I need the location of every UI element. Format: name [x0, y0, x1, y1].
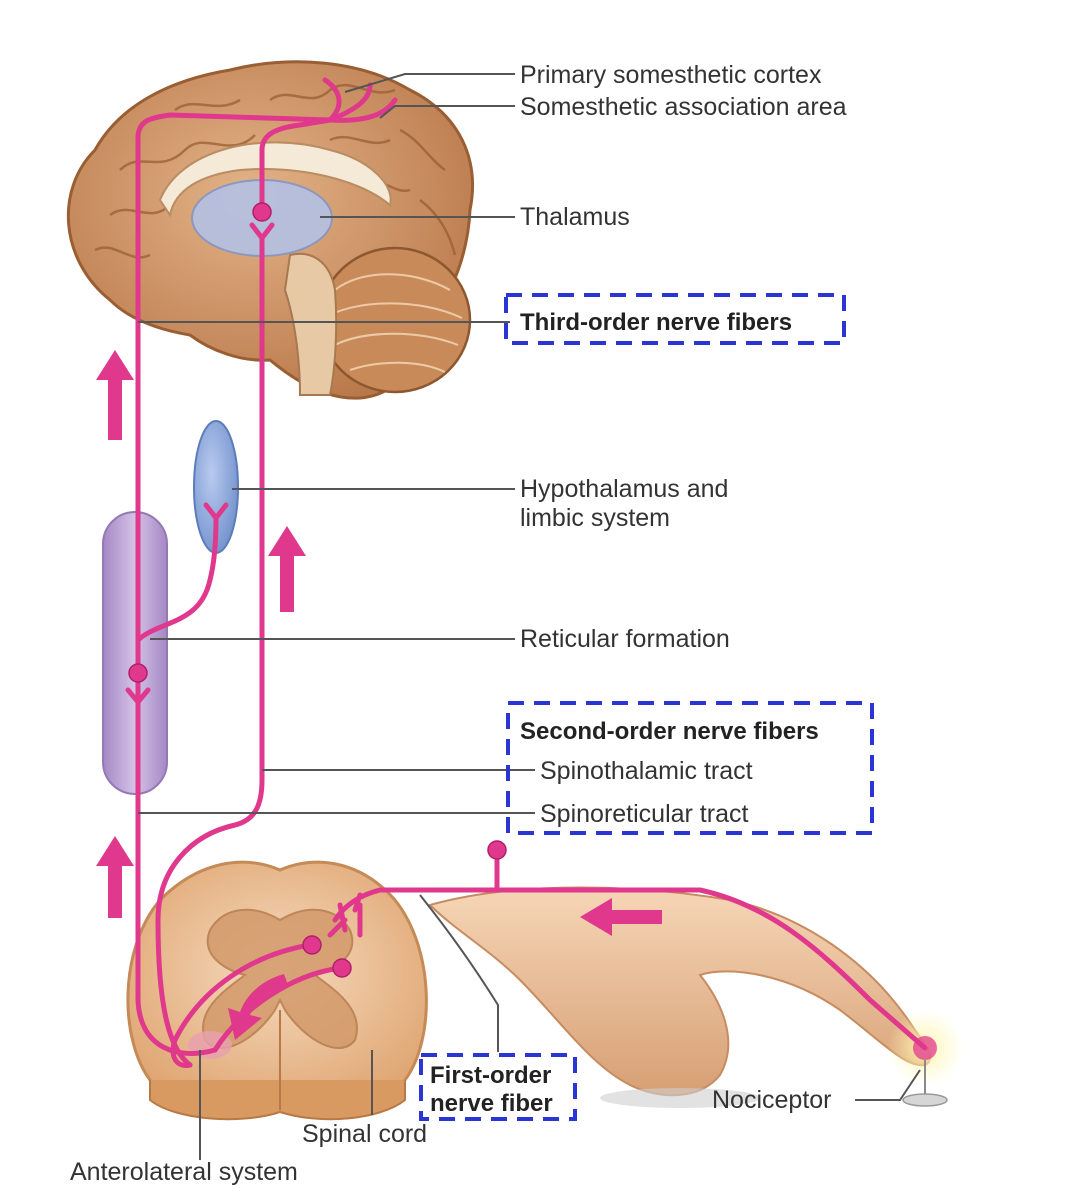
- label-anterolateral-system: Anterolateral system: [70, 1158, 298, 1186]
- direction-arrows: [96, 350, 662, 1040]
- synapse-markers: [128, 202, 507, 978]
- reticular-formation-shape: [102, 511, 168, 795]
- synapse-thalamus: [252, 202, 272, 222]
- label-spinal-cord: Spinal cord: [302, 1120, 427, 1148]
- label-second-order-nerve-fibers: Second-order nerve fibers: [520, 718, 819, 745]
- synapse-fiber-cell-body: [487, 840, 507, 860]
- label-hypothalamus-line2: limbic system: [520, 504, 670, 532]
- down-left-arrow-icon: [228, 974, 288, 1040]
- label-third-order-nerve-fibers: Third-order nerve fibers: [520, 309, 792, 336]
- synapse-dorsal-horn-1: [302, 935, 322, 955]
- label-reticular-formation: Reticular formation: [520, 625, 730, 653]
- up-arrow-icon: [268, 526, 306, 612]
- synapse-reticular: [128, 663, 148, 683]
- leader-lines: [138, 73, 921, 1160]
- label-hypothalamus-line1: Hypothalamus and: [520, 475, 728, 503]
- left-arrow-icon: [580, 898, 662, 936]
- up-arrow-icon: [96, 350, 134, 440]
- label-nociceptor: Nociceptor: [712, 1086, 832, 1114]
- cerebellum: [318, 246, 472, 394]
- first-order-highlight-box: [419, 1053, 577, 1121]
- label-spinothalamic-tract: Spinothalamic tract: [540, 757, 753, 785]
- up-arrow-icon: [96, 836, 134, 918]
- label-somesthetic-association-area: Somesthetic association area: [520, 93, 847, 121]
- second-order-highlight-box: [506, 701, 874, 835]
- label-first-order-line1: First-order: [430, 1062, 551, 1089]
- label-spinoreticular-tract: Spinoreticular tract: [540, 800, 748, 828]
- label-primary-somesthetic-cortex: Primary somesthetic cortex: [520, 61, 822, 89]
- third-order-highlight-box: [504, 293, 846, 345]
- label-first-order-line2: nerve fiber: [430, 1090, 553, 1117]
- synapse-dorsal-horn-2: [332, 958, 352, 978]
- label-thalamus: Thalamus: [520, 203, 630, 231]
